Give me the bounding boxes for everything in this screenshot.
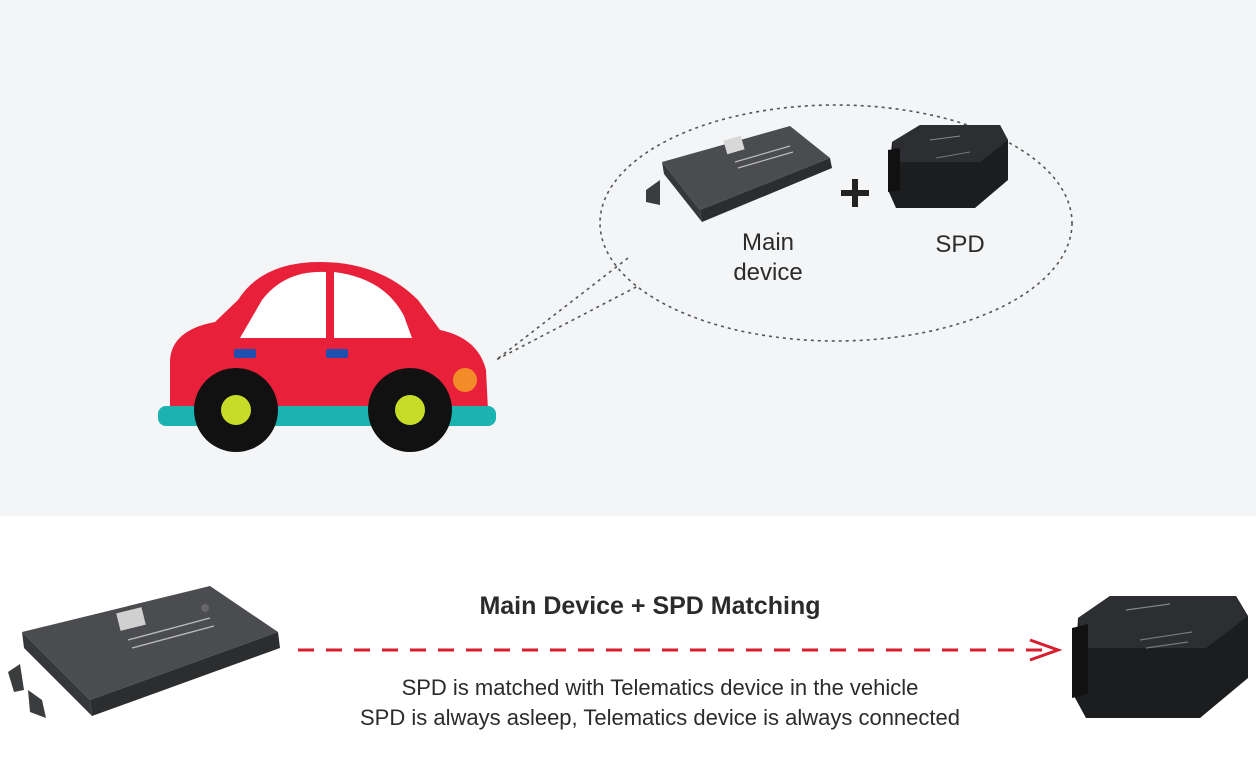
main-device-bottom-icon [8, 586, 280, 718]
speech-bubble [495, 104, 1073, 361]
description-line-1: SPD is matched with Telematics device in… [401, 675, 919, 700]
dashed-arrow-icon [298, 638, 1063, 662]
plus-icon [841, 179, 869, 207]
main-device-icon [646, 126, 832, 222]
spd-icon [888, 125, 1008, 208]
spd-bottom-icon [1072, 596, 1248, 718]
car-icon [158, 262, 496, 452]
main-device-label-line2: device [733, 259, 803, 286]
matching-title: Main Device + SPD Matching [479, 592, 821, 620]
main-device-label-line1: Main [741, 229, 795, 256]
description-line-2: SPD is always asleep, Telematics device … [360, 705, 960, 730]
main-device-label: Main device [715, 228, 821, 288]
spd-label: SPD [935, 231, 985, 258]
